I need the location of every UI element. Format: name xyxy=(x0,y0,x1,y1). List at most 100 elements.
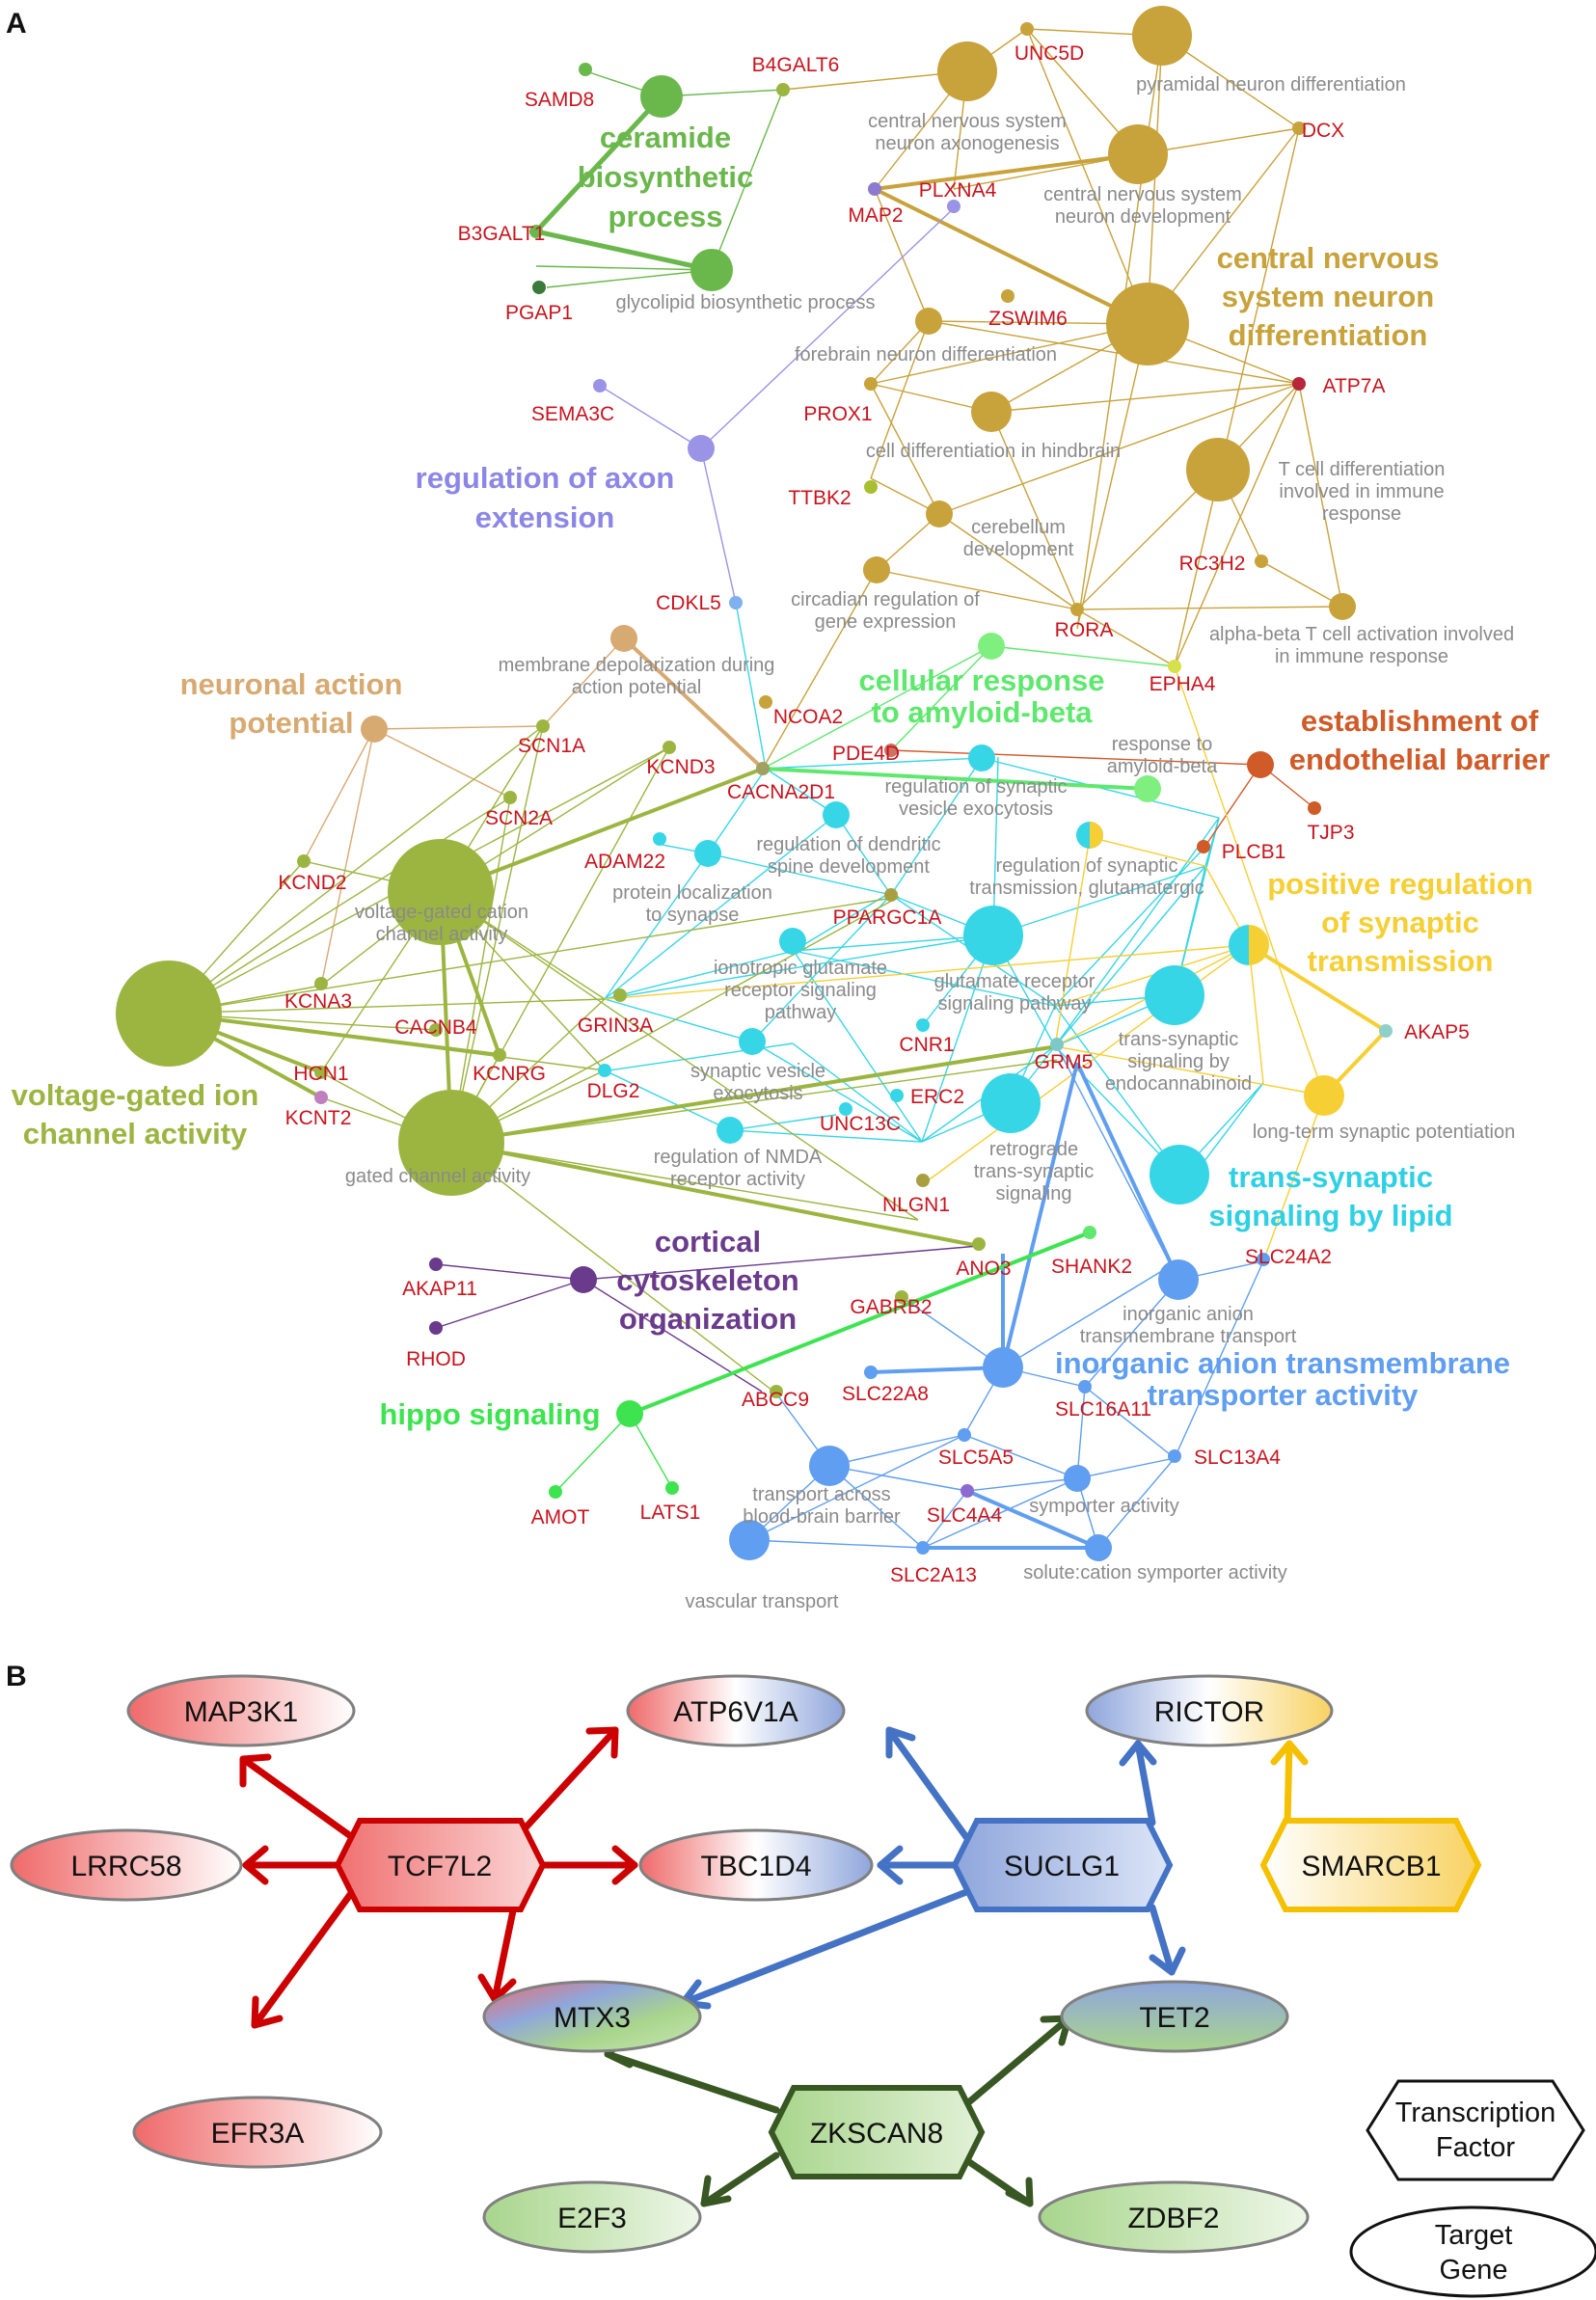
group-hippo: hippo signaling xyxy=(379,1397,600,1431)
svg-text:ATP6V1A: ATP6V1A xyxy=(673,1696,798,1728)
node-gated xyxy=(398,1090,504,1196)
svg-text:LRRC58: LRRC58 xyxy=(70,1851,181,1882)
node-gabrb2 xyxy=(895,1290,908,1304)
edges-zkscan8 xyxy=(604,2015,1072,2207)
gene-shank2: SHANK2 xyxy=(1051,1256,1132,1278)
node-pgap1 xyxy=(532,281,546,294)
node-cerebellum xyxy=(926,501,953,528)
node-protloc xyxy=(694,840,721,867)
node-grin3a xyxy=(613,988,627,1002)
node-cns xyxy=(1106,283,1189,365)
node-cnsdev xyxy=(1108,124,1168,184)
svg-text:TCF7L2: TCF7L2 xyxy=(388,1851,492,1882)
edges-axon xyxy=(599,207,955,604)
node-kcnt2 xyxy=(314,1091,328,1104)
term-symporter: symporter activity xyxy=(1029,1496,1179,1517)
gene-b4galt6: B4GALT6 xyxy=(752,54,840,76)
node-pyramidal xyxy=(1132,6,1192,66)
gene-ttbk2: TTBK2 xyxy=(788,487,851,509)
node-tjp3 xyxy=(1308,801,1321,815)
gene-dcx: DCX xyxy=(1302,120,1344,142)
gene-plcb1: PLCB1 xyxy=(1222,841,1286,863)
node-slc13a4 xyxy=(1168,1449,1181,1463)
node-inorganic xyxy=(1158,1259,1199,1300)
term-gated: gated channel activity xyxy=(345,1166,530,1187)
gene-kcnd3: KCND3 xyxy=(646,756,715,778)
gene-slc22a8: SLC22A8 xyxy=(842,1383,929,1405)
gene-ano3: ANO3 xyxy=(956,1258,1011,1280)
gene-grm5: GRM5 xyxy=(1035,1051,1094,1073)
node-plcb1 xyxy=(1197,840,1210,853)
target-nodes: MAP3K1 ATP6V1A RICTOR LRRC58 TBC1D4 MTX3 xyxy=(10,1674,1334,2254)
node-samd8 xyxy=(579,63,592,76)
node-cacna2d1 xyxy=(756,762,770,775)
gene-cdkl5: CDKL5 xyxy=(656,592,721,614)
svg-text:MAP3K1: MAP3K1 xyxy=(184,1696,298,1728)
gene-pde4d: PDE4D xyxy=(832,743,900,765)
gene-epha4: EPHA4 xyxy=(1150,673,1216,695)
node-hindbrain xyxy=(971,392,1012,432)
regulatory-edges xyxy=(239,1726,1309,2207)
node-slc24a2 xyxy=(1257,1253,1270,1266)
gene-slc24a2: SLC24A2 xyxy=(1245,1246,1332,1268)
term-hindbrain: cell differentiation in hindbrain xyxy=(866,441,1121,462)
term-ltp: long-term synaptic potentiation xyxy=(1253,1122,1515,1143)
node-vesicleexo xyxy=(968,744,995,771)
target-atp6v1a: ATP6V1A xyxy=(626,1674,846,1747)
node-scn1a xyxy=(536,719,550,733)
svg-text:E2F3: E2F3 xyxy=(557,2203,627,2234)
node-hippo xyxy=(616,1400,643,1427)
gene-slc5a5: SLC5A5 xyxy=(938,1447,1014,1469)
node-ceramide xyxy=(640,75,683,118)
edges-cortical xyxy=(435,1245,980,1393)
svg-text:ZDBF2: ZDBF2 xyxy=(1127,2203,1219,2234)
term-forebrain: forebrain neuron differentiation xyxy=(795,344,1057,365)
gene-unc5d: UNC5D xyxy=(1014,42,1084,65)
node-endocannabinoid xyxy=(1145,965,1204,1025)
edges-neuronal xyxy=(303,636,765,987)
gene-kcna3: KCNA3 xyxy=(284,990,352,1013)
edges-suclg1 xyxy=(679,1726,1186,2010)
gene-adam22: ADAM22 xyxy=(584,851,665,873)
term-pyramidal: pyramidal neuron differentiation xyxy=(1136,74,1406,95)
node-axonogenesis xyxy=(937,41,997,101)
node-shank2 xyxy=(1083,1226,1096,1239)
node-hcn1 xyxy=(314,1066,328,1079)
node-sema3c xyxy=(593,379,607,392)
node-cnr1 xyxy=(916,1018,930,1032)
gene-kcnt2: KCNT2 xyxy=(285,1107,352,1129)
gene-pgap1: PGAP1 xyxy=(505,302,573,324)
gene-unc13c: UNC13C xyxy=(820,1113,901,1135)
node-anion xyxy=(983,1347,1023,1388)
node-rora xyxy=(1070,603,1084,616)
gene-map2: MAP2 xyxy=(848,204,903,227)
target-rictor: RICTOR xyxy=(1085,1674,1334,1747)
panel-b-network: MAP3K1 ATP6V1A RICTOR LRRC58 TBC1D4 MTX3 xyxy=(10,1674,1596,2298)
gene-akap5: AKAP5 xyxy=(1404,1021,1470,1043)
gene-ncoa2: NCOA2 xyxy=(773,706,843,728)
gene-slc4a4: SLC4A4 xyxy=(927,1504,1003,1527)
node-dendritic xyxy=(823,801,850,828)
node-atp7a xyxy=(1292,377,1306,391)
target-efr3a: EFR3A xyxy=(132,2096,383,2169)
edges-ceramide xyxy=(534,69,784,288)
svg-text:MTX3: MTX3 xyxy=(554,2002,631,2034)
svg-text:SMARCB1: SMARCB1 xyxy=(1301,1851,1441,1882)
node-circadian xyxy=(863,556,890,583)
node-nlgn1 xyxy=(916,1174,930,1187)
